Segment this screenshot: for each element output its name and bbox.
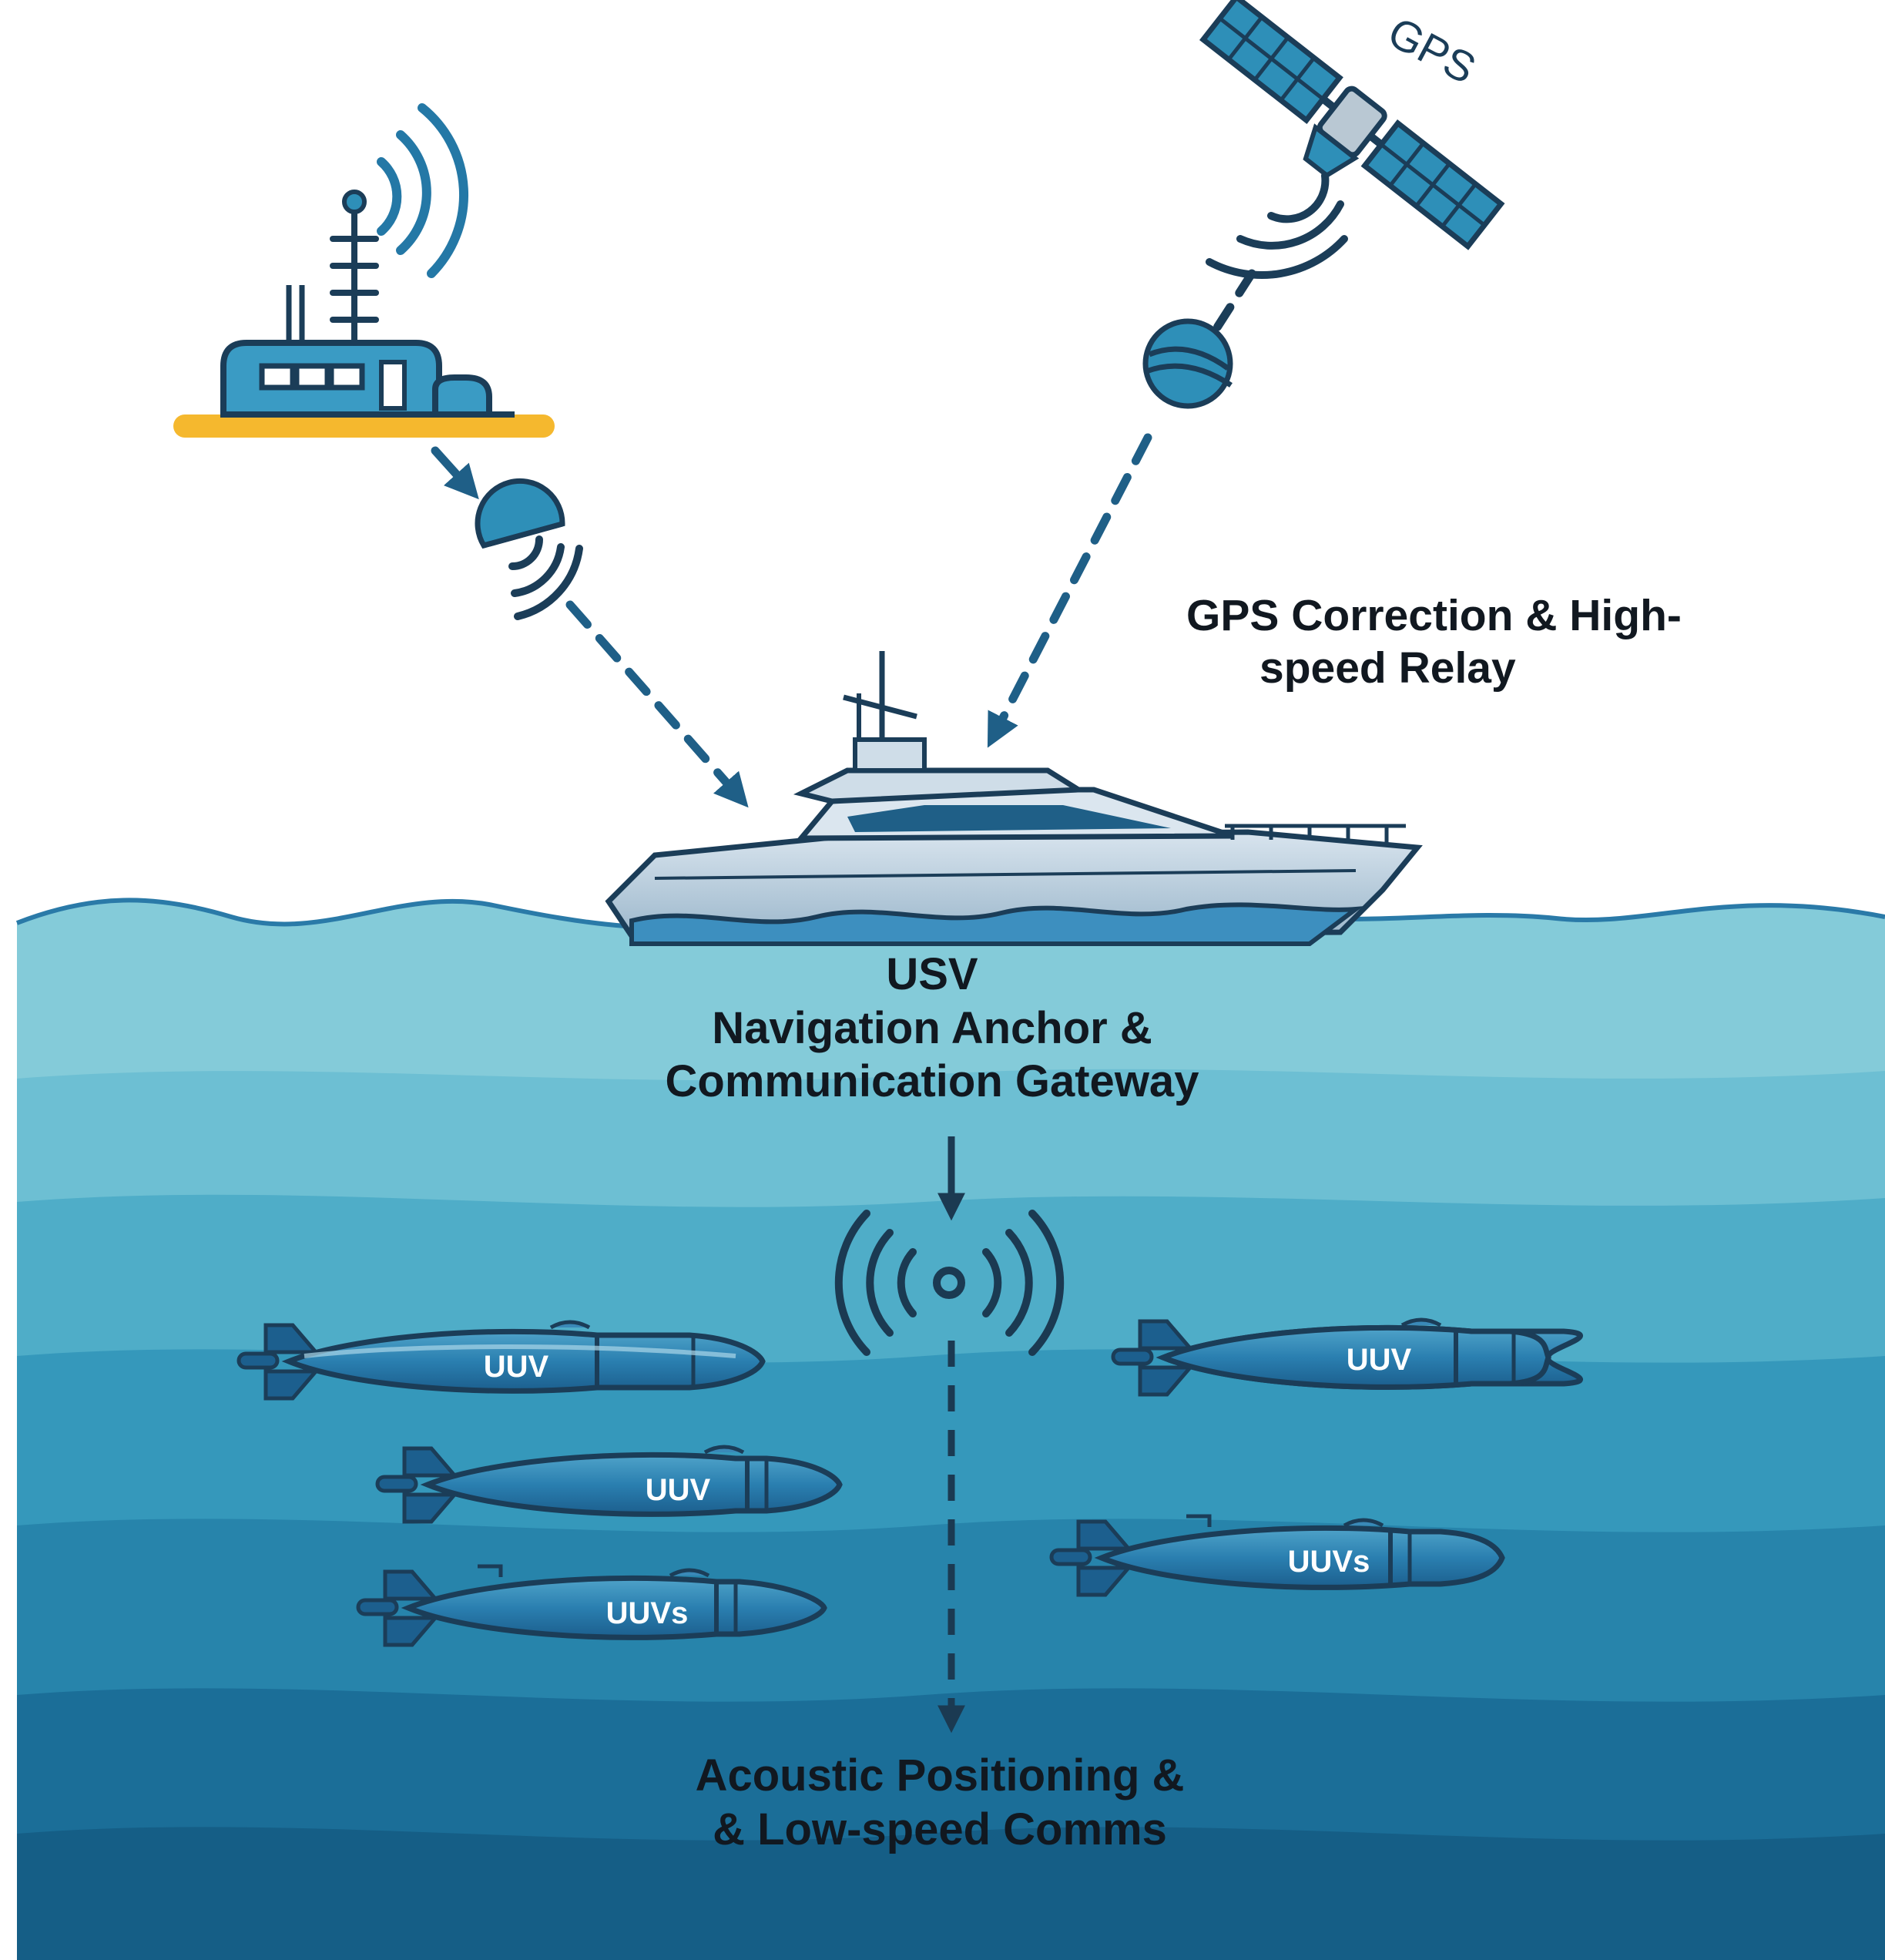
antenna-tip <box>342 190 367 214</box>
uuv-2: UUV <box>1111 1317 1583 1397</box>
satellite-link-line <box>1213 269 1256 332</box>
acoustic-label: Acoustic Positioning & & Low-speed Comms <box>616 1749 1263 1856</box>
usv-cabin-window <box>847 805 1171 832</box>
solar-panel-right <box>1360 119 1505 250</box>
uuv-1: UUV <box>236 1320 766 1401</box>
uuv-label: UUV <box>646 1473 711 1507</box>
ground-station <box>173 103 555 438</box>
usv-label-line2: Navigation Anchor & <box>712 1002 1152 1053</box>
usv-label-line3: Communication Gateway <box>665 1056 1199 1107</box>
usv-boat <box>605 651 1423 946</box>
station-window <box>328 363 365 391</box>
gps-relay-label-line2: speed Relay <box>1259 643 1516 693</box>
uuv-label: UUV <box>484 1350 549 1384</box>
gps-relay-label-line1: GPS Correction & High- <box>1186 591 1682 640</box>
gps-receiver-dome-icon <box>1142 318 1233 409</box>
gps-relay-label: GPS Correction & High- speed Relay <box>1186 589 1741 695</box>
gps-satellite-label: GPS <box>1380 7 1484 92</box>
sea-band-7 <box>17 1827 1885 1960</box>
usv-bridge <box>793 767 1088 804</box>
uuv-label: UUV <box>1347 1343 1412 1377</box>
station-window <box>259 363 296 391</box>
usv-label: USV Navigation Anchor & Communication Ga… <box>601 948 1263 1109</box>
station-door <box>379 360 407 411</box>
uuv-4: UUVs <box>356 1564 827 1647</box>
island-base <box>173 414 555 438</box>
antenna-mast-icon <box>330 205 379 346</box>
uuv-3: UUV <box>375 1445 843 1524</box>
usv-mast-arm <box>843 694 917 720</box>
usv-waterline <box>629 902 1364 946</box>
acoustic-beacon-icon <box>834 1210 1065 1356</box>
broadcast-waves-icon <box>377 103 468 278</box>
relay-buoy-icon <box>475 478 565 549</box>
acoustic-label-line2: & Low-speed Comms <box>713 1804 1167 1854</box>
gps-to-usv-link <box>987 433 1152 748</box>
station-to-relay-arrow <box>431 446 479 500</box>
uuv-5: UUVs <box>1049 1514 1505 1597</box>
usv-label-title: USV <box>886 949 978 999</box>
station-annex <box>432 374 492 418</box>
uuv-label: UUVs <box>606 1596 689 1630</box>
acoustic-label-line1: Acoustic Positioning & <box>695 1750 1185 1801</box>
usv-radar-box <box>853 737 927 773</box>
satellite-signal-icon <box>1206 172 1348 279</box>
solar-panel-left <box>1199 0 1343 124</box>
station-window <box>293 363 330 391</box>
relay-signal-icon <box>508 535 583 620</box>
gps-satellite <box>1199 0 1505 250</box>
relay-to-usv-link <box>565 600 749 808</box>
usv-stripe <box>654 869 1357 880</box>
uuv-label: UUVs <box>1288 1545 1370 1579</box>
usv-railing <box>1225 824 1406 844</box>
